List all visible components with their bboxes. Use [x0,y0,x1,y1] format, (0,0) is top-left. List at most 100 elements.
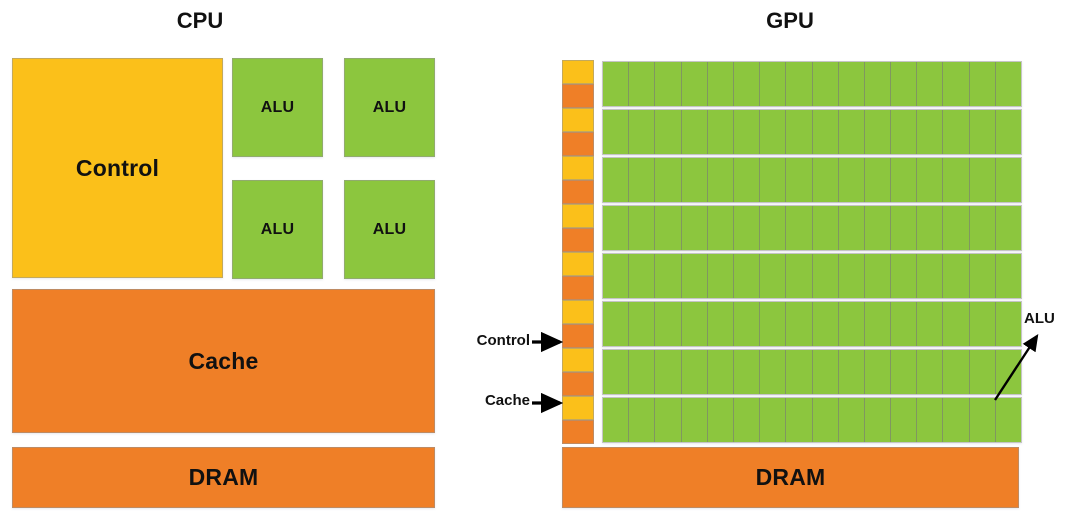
gpu-control-cell [562,348,594,372]
gpu-alu-cell [681,350,708,394]
gpu-dram-block: DRAM [562,447,1019,508]
gpu-cache-cell [562,228,594,252]
cpu-alu-block-1: ALU [232,58,323,157]
gpu-alu-cell [603,302,630,346]
gpu-alu-cell [864,302,892,346]
gpu-alu-strip [602,157,1022,203]
gpu-alu-cell [969,62,996,106]
gpu-alu-cell [943,62,970,106]
gpu-cache-cell [562,420,594,444]
gpu-alu-cell [838,158,865,202]
gpu-alu-cell [838,302,865,346]
gpu-alu-cell [917,206,944,250]
gpu-alu-cell [681,110,708,154]
gpu-alu-cell [969,206,996,250]
gpu-alu-cell [629,206,656,250]
gpu-cache-cell [562,276,594,300]
gpu-alu-cell [917,254,944,298]
gpu-alu-cell [812,398,839,442]
gpu-alu-cell [917,302,944,346]
cpu-title: CPU [176,8,224,33]
gpu-alu-cell [760,206,787,250]
gpu-alu-cell [629,350,656,394]
gpu-alu-callout-label: ALU [1024,310,1055,327]
cpu-alu-block-4: ALU [344,180,435,279]
cpu-alu-block-3: ALU [232,180,323,279]
gpu-alu-cell [891,110,918,154]
gpu-alu-strip [602,109,1022,155]
gpu-alu-cell [995,158,1021,202]
cpu-alu-block-2: ALU [344,58,435,157]
gpu-alu-cell [681,302,708,346]
gpu-alu-cell [707,350,734,394]
gpu-alu-cell [838,206,865,250]
gpu-title: GPU [766,8,814,33]
gpu-control-cell [562,60,594,84]
gpu-alu-cell [707,398,734,442]
gpu-alu-cell [943,350,970,394]
gpu-alu-cell [838,110,865,154]
gpu-alu-cell [603,110,630,154]
gpu-alu-cell [655,254,682,298]
gpu-alu-cell [681,62,708,106]
gpu-cache-cell [562,180,594,204]
gpu-alu-cell [891,62,918,106]
gpu-alu-cell [760,158,787,202]
gpu-alu-cell [655,110,682,154]
gpu-alu-cell [655,302,682,346]
gpu-alu-cell [629,302,656,346]
gpu-alu-cell [838,254,865,298]
gpu-alu-cell [629,398,656,442]
gpu-alu-cell [733,158,761,202]
cpu-cache-block: Cache [12,289,435,433]
gpu-alu-cell [786,206,813,250]
gpu-alu-cell [760,254,787,298]
gpu-alu-cell [891,302,918,346]
gpu-alu-cell [838,398,865,442]
gpu-alu-strip [602,61,1022,107]
gpu-alu-cell [943,206,970,250]
gpu-alu-cell [969,254,996,298]
gpu-alu-cell [733,302,761,346]
gpu-alu-cell [812,350,839,394]
gpu-alu-cell [891,254,918,298]
gpu-alu-cell [733,398,761,442]
gpu-alu-cell [760,302,787,346]
gpu-control-cell [562,300,594,324]
gpu-alu-cell [812,302,839,346]
gpu-alu-cell [943,110,970,154]
gpu-alu-cell [812,62,839,106]
cpu-dram-block: DRAM [12,447,435,508]
gpu-alu-cell [891,206,918,250]
gpu-alu-cell [733,350,761,394]
gpu-alu-cell [995,302,1021,346]
gpu-alu-cell [864,350,892,394]
gpu-alu-cell [655,62,682,106]
gpu-alu-cell [969,110,996,154]
gpu-alu-cell [603,350,630,394]
gpu-control-cache-stack [562,204,594,252]
gpu-alu-cell [760,62,787,106]
gpu-alu-cell [995,350,1021,394]
gpu-alu-cell [629,62,656,106]
gpu-control-cache-stack [562,300,594,348]
gpu-alu-cell [603,254,630,298]
gpu-alu-cell [969,398,996,442]
gpu-alu-cell [943,254,970,298]
gpu-alu-cell [891,350,918,394]
gpu-alu-cell [917,110,944,154]
gpu-alu-cell [995,398,1021,442]
gpu-alu-cell [786,398,813,442]
gpu-alu-cell [864,398,892,442]
gpu-alu-cell [733,254,761,298]
gpu-alu-cell [786,302,813,346]
gpu-alu-cell [707,158,734,202]
gpu-control-cell [562,252,594,276]
gpu-alu-cell [864,206,892,250]
gpu-alu-cell [917,158,944,202]
gpu-control-cell [562,156,594,180]
gpu-control-cache-stack [562,396,594,444]
gpu-alu-cell [760,398,787,442]
gpu-alu-cell [917,398,944,442]
